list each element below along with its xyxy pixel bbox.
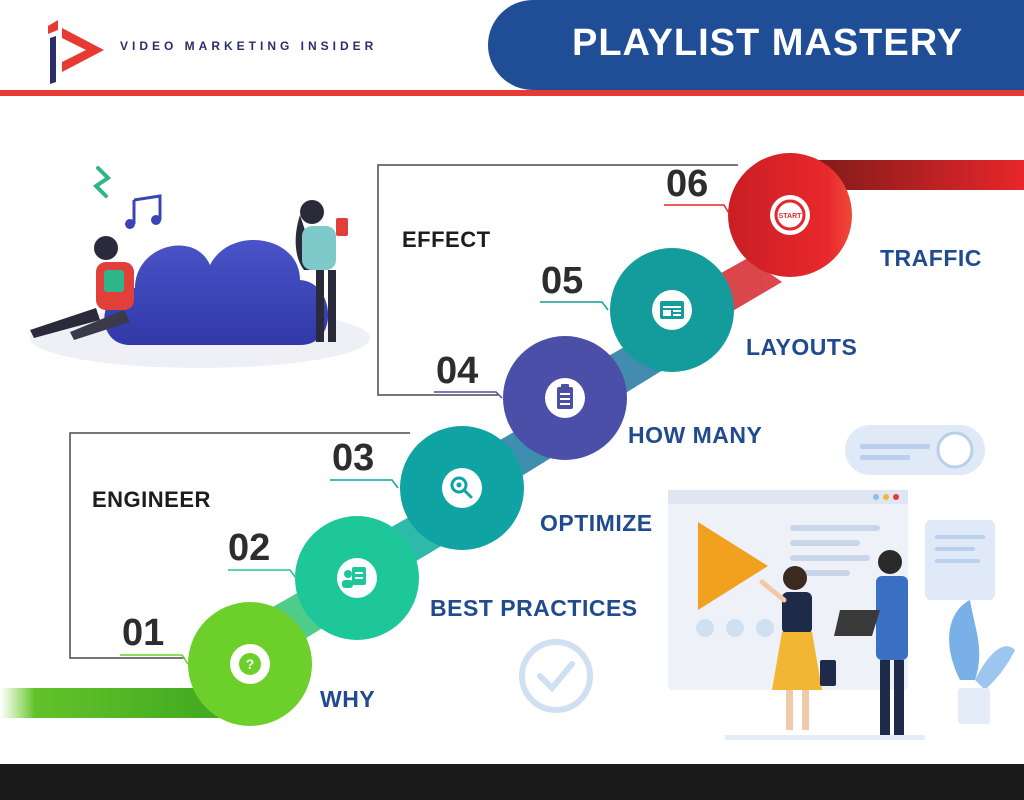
question-bubble-icon: ? [239, 653, 261, 675]
woman-presenter-icon [759, 566, 836, 730]
layout-window-icon [660, 301, 684, 319]
magnifier-gear-icon [450, 476, 473, 499]
step-label-how-many: HOW MANY [628, 422, 763, 448]
start-green-bar [0, 688, 232, 718]
brand-name: VIDEO MARKETING INSIDER [120, 39, 378, 53]
step-number-05: 05 [541, 260, 584, 302]
step-number-04: 04 [436, 350, 479, 392]
footer-bar [0, 764, 1024, 800]
step-circle-02 [295, 516, 419, 640]
header: VIDEO MARKETING INSIDER PLAYLIST MASTERY [0, 0, 1024, 96]
step-label-optimize: OPTIMIZE [540, 510, 653, 536]
page-title: PLAYLIST MASTERY [572, 22, 964, 64]
music-cloud-illustration [30, 166, 370, 368]
document-person-icon [342, 567, 366, 588]
clipboard-icon [557, 384, 573, 409]
title-banner [488, 0, 1024, 90]
start-icon-text: START [779, 213, 803, 220]
man-laptop-icon [834, 550, 908, 740]
step-label-best-practices: BEST PRACTICES [430, 595, 638, 621]
engineer-bracket [69, 432, 410, 659]
step-circle-01: ? [188, 602, 312, 726]
step-circle-04 [503, 336, 627, 460]
group-label-effect: EFFECT [402, 227, 491, 252]
squiggle-note-icon [92, 166, 112, 198]
step-circle-03 [400, 426, 524, 550]
step-number-01: 01 [122, 612, 165, 654]
start-button-icon: START [774, 199, 806, 231]
step-number-03: 03 [332, 437, 375, 479]
music-note-icon [125, 194, 162, 229]
checkmark-clock-icon [519, 639, 593, 713]
group-label-engineer: ENGINEER [92, 487, 211, 512]
video-presentation-illustration [519, 425, 1015, 740]
number-underlines [120, 204, 731, 665]
svg-text:?: ? [246, 656, 255, 672]
header-divider [0, 90, 1024, 96]
brand-logo-icon [48, 20, 104, 84]
person-sitting-icon [30, 236, 134, 340]
step-label-traffic: TRAFFIC [880, 245, 982, 271]
step-circle-05 [610, 248, 734, 372]
step-number-02: 02 [228, 527, 271, 569]
step-circle-06: START [728, 153, 852, 277]
step-label-why: WHY [320, 686, 376, 712]
step-number-06: 06 [666, 163, 709, 205]
step-label-layouts: LAYOUTS [746, 334, 858, 360]
plant-icon [949, 600, 1015, 724]
effect-bracket [377, 164, 738, 396]
play-icon [698, 522, 768, 610]
person-standing-icon [295, 200, 348, 342]
